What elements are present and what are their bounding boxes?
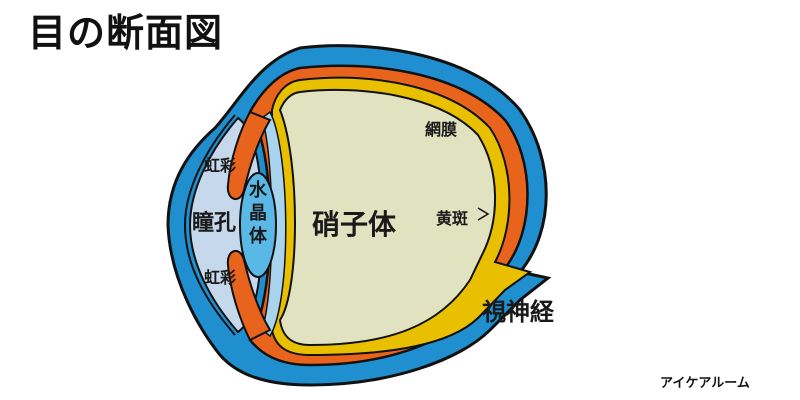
label-iris-bottom: 虹彩 [204, 268, 237, 287]
iris-bottom [226, 250, 272, 342]
label-optic-nerve: 視神経 [482, 298, 554, 326]
label-macula: 黄斑 [436, 209, 469, 228]
vitreous-body [278, 88, 496, 347]
lens [239, 172, 277, 278]
page-title: 目の断面図 [28, 11, 224, 55]
label-retina: 網膜 [425, 120, 458, 139]
label-iris-top: 虹彩 [204, 156, 237, 175]
label-lens-1: 水 [249, 180, 267, 201]
credit-text: アイケアルーム [660, 376, 750, 391]
iris-top [226, 110, 272, 200]
label-lens-2: 晶 [249, 203, 267, 224]
label-pupil: 瞳孔 [192, 211, 237, 236]
label-vitreous: 硝子体 [312, 208, 397, 241]
label-lens-3: 体 [249, 226, 267, 247]
